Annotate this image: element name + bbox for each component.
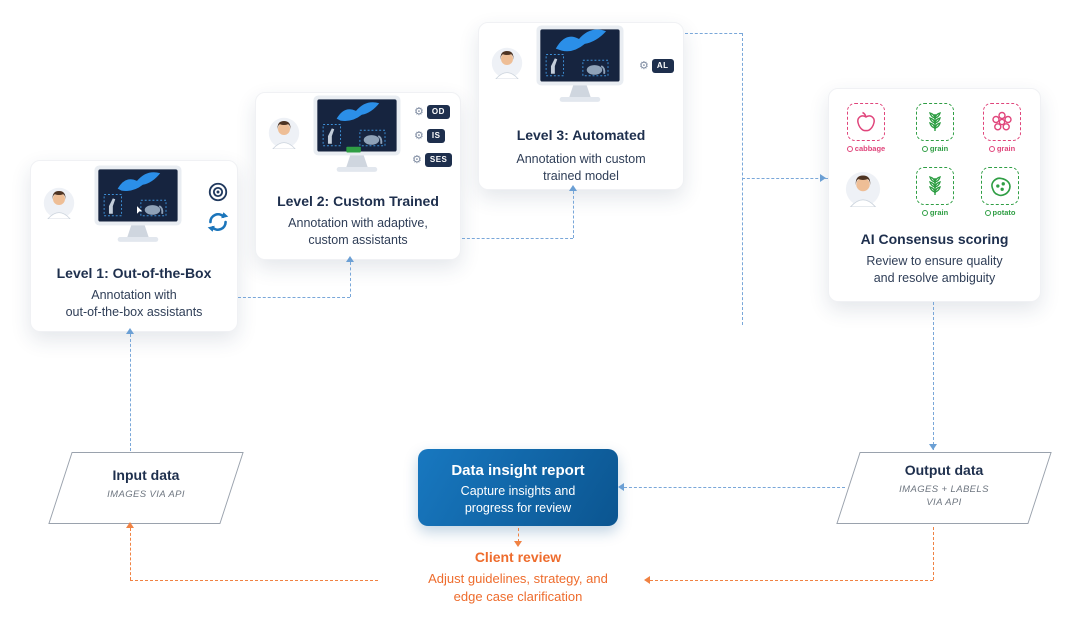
- arrowhead-into-input: [126, 522, 134, 528]
- annotator-avatar: [43, 187, 75, 219]
- output-data-title: Output data: [904, 462, 984, 478]
- consensus-item-potato: potato: [979, 167, 1021, 217]
- model-badge-od: ⚙ OD: [414, 105, 450, 119]
- label-dot-icon: [984, 209, 991, 216]
- connector-l3-consensus-h1: [685, 33, 742, 34]
- target-icon: [208, 182, 228, 202]
- card-level-3: ⚙ AL Level 3: Automated Annotation with …: [478, 22, 684, 190]
- connector-l2-l3-h: [462, 238, 573, 239]
- gear-icon: ⚙: [414, 129, 424, 142]
- badge-label: SES: [424, 153, 453, 167]
- annotation-monitor-illustration: [313, 95, 401, 172]
- gear-icon: ⚙: [412, 153, 422, 166]
- model-badge-is: ⚙ IS: [414, 129, 446, 143]
- consensus-item-grain-1: grain: [914, 103, 956, 153]
- level-1-description: Annotation with out-of-the-box assistant…: [65, 288, 203, 319]
- model-badge-ses: ⚙ SES: [412, 153, 453, 167]
- level-3-title: Level 3: Automated: [516, 127, 646, 143]
- sync-icon: [207, 212, 229, 232]
- card-ai-consensus: cabbage grain: [828, 88, 1041, 302]
- connector-input-l1: [130, 334, 131, 451]
- annotation-monitor-illustration: [94, 165, 182, 242]
- arrowhead-into-level3: [569, 185, 577, 191]
- annotator-avatar: [268, 117, 300, 149]
- level-2-description: Annotation with adaptive, custom assista…: [288, 216, 428, 247]
- connector-consensus-output: [933, 302, 934, 450]
- wheat-icon: [916, 103, 954, 141]
- potato-icon: [981, 167, 1019, 205]
- input-data-subtitle: IMAGES VIA API: [107, 489, 185, 500]
- consensus-label: grain: [914, 144, 956, 153]
- connector-l3-consensus-v: [742, 33, 743, 325]
- connector-l3-consensus-h2: [742, 178, 828, 179]
- connector-l2-l3-v: [573, 191, 574, 238]
- label-dot-icon: [846, 145, 853, 152]
- connector-output-review-h: [650, 580, 933, 581]
- annotator-avatar: [491, 47, 523, 79]
- consensus-label: cabbage: [845, 144, 887, 153]
- level-3-description: Annotation with custom trained model: [516, 152, 646, 183]
- level-2-title: Level 2: Custom Trained: [277, 193, 439, 209]
- badge-label: OD: [426, 105, 450, 119]
- input-data-title: Input data: [112, 467, 180, 483]
- connector-l1-l2-v: [350, 262, 351, 297]
- consensus-item-cabbage: cabbage: [845, 103, 887, 153]
- card-level-2: ⚙ OD ⚙ IS ⚙ SES Level 2: Custom Trained …: [255, 92, 461, 260]
- connector-l1-l2-h: [238, 297, 350, 298]
- connector-report-review: [518, 528, 519, 542]
- model-badge-al: ⚙ AL: [639, 59, 674, 73]
- consensus-item-grain-2: grain: [981, 103, 1023, 153]
- consensus-title: AI Consensus scoring: [860, 231, 1009, 247]
- gear-icon: ⚙: [414, 105, 424, 118]
- flower-icon: [983, 103, 1021, 141]
- client-review-description: Adjust guidelines, strategy, and edge ca…: [428, 571, 608, 604]
- connector-review-input-h: [130, 580, 378, 581]
- apple-icon: [847, 103, 885, 141]
- consensus-item-grain-3: grain: [914, 167, 956, 217]
- card-level-1: Level 1: Out-of-the-Box Annotation with …: [30, 160, 238, 332]
- data-insight-report-node: Data insight report Capture insights and…: [418, 449, 618, 526]
- label-dot-icon: [921, 209, 928, 216]
- consensus-label: potato: [979, 208, 1021, 217]
- arrowhead-into-consensus: [820, 174, 826, 182]
- output-data-node: Output data IMAGES + LABELS VIA API: [848, 462, 1040, 510]
- label-dot-icon: [988, 145, 995, 152]
- connector-output-review-v: [933, 527, 934, 580]
- output-data-subtitle: IMAGES + LABELS VIA API: [899, 484, 989, 509]
- consensus-label: grain: [981, 144, 1023, 153]
- gear-icon: ⚙: [639, 59, 649, 72]
- level-1-title: Level 1: Out-of-the-Box: [56, 265, 212, 281]
- client-review-title: Client review: [474, 549, 562, 565]
- arrowhead-into-output: [929, 444, 937, 450]
- wheat-icon: [916, 167, 954, 205]
- label-dot-icon: [921, 145, 928, 152]
- badge-label: AL: [651, 59, 674, 73]
- connector-review-input-v: [130, 528, 131, 580]
- input-data-node: Input data IMAGES VIA API: [60, 467, 232, 501]
- annotation-monitor-illustration: [536, 25, 624, 102]
- arrowhead-into-level1: [126, 328, 134, 334]
- arrowhead-into-review: [514, 541, 522, 547]
- report-title: Data insight report: [451, 462, 585, 479]
- arrowhead-into-level2: [346, 256, 354, 262]
- arrowhead-review-loop-right: [644, 576, 650, 584]
- consensus-description: Review to ensure quality and resolve amb…: [866, 254, 1003, 285]
- connector-output-report: [624, 487, 845, 488]
- badge-label: IS: [426, 129, 446, 143]
- report-description: Capture insights and progress for review: [460, 484, 576, 515]
- reviewer-avatar: [845, 171, 881, 207]
- consensus-label: grain: [914, 208, 956, 217]
- arrowhead-into-report: [618, 483, 624, 491]
